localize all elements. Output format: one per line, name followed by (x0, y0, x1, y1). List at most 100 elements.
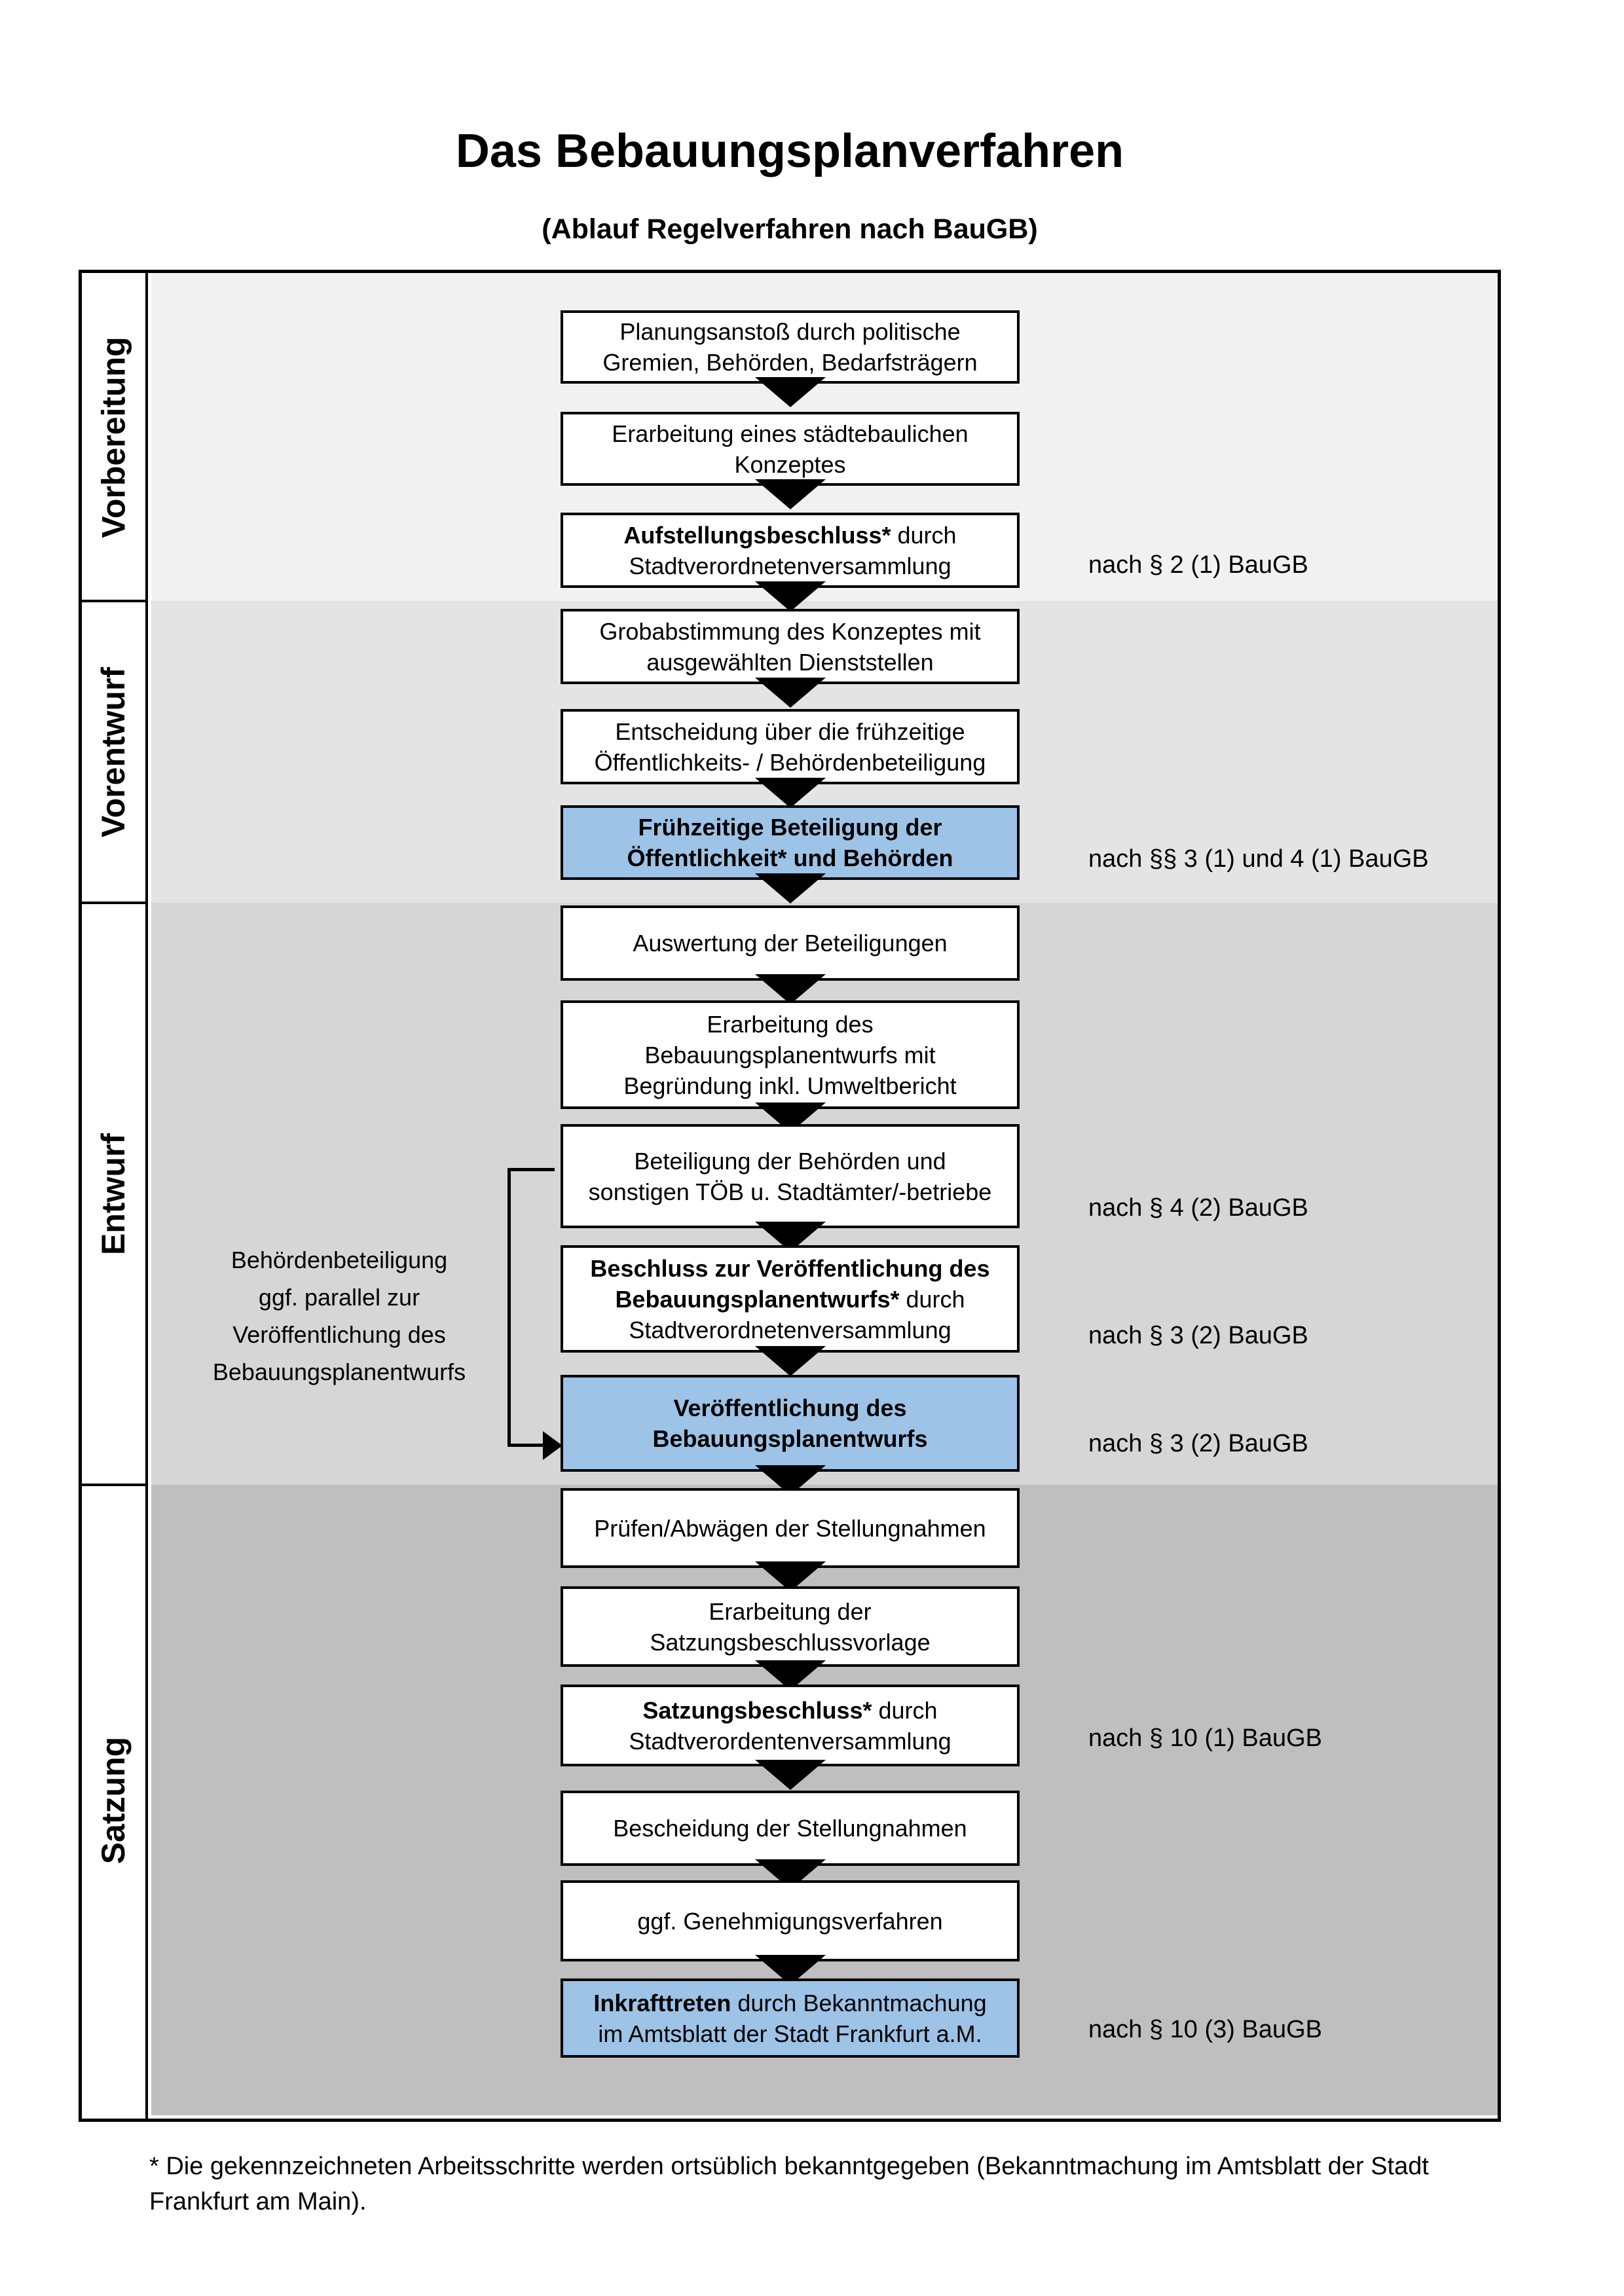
step-text-line: Bebauungsplanentwurfs mit (644, 1040, 935, 1070)
section-label-text: Vorbereitung (95, 336, 132, 538)
step-text-line: Konzeptes (734, 449, 845, 480)
step-text-line: Grobabstimmung des Konzeptes mit (599, 616, 980, 647)
down-arrow-icon (754, 678, 826, 708)
section-label-text: Satzung (95, 1736, 132, 1864)
page-subtitle: (Ablauf Regelverfahren nach BauGB) (542, 213, 1038, 245)
step-text-line: Aufstellungsbeschluss* durch (623, 520, 956, 551)
step-text: Gremien, Behörden, Bedarfsträgern (602, 349, 978, 376)
step-text-line: Bescheidung der Stellungnahmen (613, 1813, 967, 1844)
step-text-line: Satzungsbeschlussvorlage (650, 1627, 930, 1658)
side-note: Behördenbeteiligung ggf. parallel zur Ve… (189, 1241, 490, 1391)
footnote-line: Frankfurt am Main). (149, 2188, 367, 2215)
down-arrow-icon (754, 581, 826, 611)
step-text: Begründung inkl. Umweltbericht (623, 1072, 957, 1099)
paragraph-annotation: nach § 10 (3) BauGB (1088, 2016, 1322, 2043)
step-text: Bescheidung der Stellungnahmen (613, 1815, 967, 1842)
step-text-bold: Bebauungsplanentwurfs (652, 1425, 928, 1452)
flow-step-box-7: Auswertung der Beteiligungen (561, 905, 1020, 981)
footnote-line: * Die gekennzeichneten Arbeitsschritte w… (149, 2153, 1429, 2180)
step-text-bold: Aufstellungsbeschluss* (623, 521, 891, 549)
step-text-line: sonstigen TÖB u. Stadtämter/-betriebe (589, 1176, 992, 1207)
step-text-bold: Inkrafttreten (593, 1989, 731, 2016)
flow-step-box-12: Prüfen/Abwägen der Stellungnahmen (561, 1488, 1020, 1568)
step-text: ggf. Genehmigungsverfahren (637, 1907, 943, 1935)
down-arrow-icon (754, 1346, 826, 1376)
flow-step-box-15: Bescheidung der Stellungnahmen (561, 1791, 1020, 1866)
step-text: Öffentlichkeits- / Behördenbeteiligung (594, 748, 986, 776)
paragraph-annotation: nach § 2 (1) BauGB (1088, 551, 1308, 579)
step-text-line: Stadtverordnetenversammlung (629, 1315, 951, 1345)
step-text-line: Auswertung der Beteiligungen (633, 928, 947, 958)
step-text-line: Stadtverordentenversammlung (629, 1726, 951, 1757)
section-label-vorbereitung: Vorbereitung (82, 273, 145, 601)
step-text-line: Begründung inkl. Umweltbericht (623, 1070, 956, 1101)
step-text: ausgewählten Dienststellen (646, 648, 934, 676)
side-note-line: Behördenbeteiligung (231, 1247, 448, 1273)
step-text-line: Planungsanstoß durch politische (619, 316, 960, 347)
step-text-line: Bebauungsplanentwurfs* durch (615, 1284, 965, 1315)
step-text: Stadtverordentenversammlung (629, 1727, 951, 1755)
step-text-line: Bebauungsplanentwurfs (652, 1423, 927, 1454)
step-text-line: Beschluss zur Veröffentlichung des (590, 1253, 989, 1284)
section-label-vorentwurf: Vorentwurf (82, 601, 145, 903)
step-text: Stadtverordnetenversammlung (629, 552, 951, 579)
paragraph-annotation: nach § 3 (2) BauGB (1088, 1322, 1308, 1349)
step-text: Erarbeitung des (707, 1010, 874, 1038)
section-divider-line (82, 902, 145, 904)
step-text: Grobabstimmung des Konzeptes mit (599, 617, 981, 645)
flow-step-box-4: Grobabstimmung des Konzeptes mit ausgewäh… (561, 609, 1020, 684)
step-text-line: ggf. Genehmigungsverfahren (637, 1906, 942, 1937)
step-text-line: Stadtverordnetenversammlung (629, 551, 951, 581)
side-note-line: Bebauungsplanentwurfs (212, 1358, 466, 1385)
step-text: Auswertung der Beteiligungen (633, 930, 948, 957)
side-note-line: ggf. parallel zur (258, 1284, 420, 1311)
step-text: Erarbeitung eines städtebaulichen (612, 420, 969, 447)
paragraph-annotation: nach § 3 (2) BauGB (1088, 1430, 1308, 1457)
paragraph-annotation: nach § 10 (1) BauGB (1088, 1724, 1322, 1752)
step-text: Bebauungsplanentwurfs mit (644, 1041, 936, 1068)
down-arrow-icon (754, 1760, 826, 1790)
step-text-line: Prüfen/Abwägen der Stellungnahmen (594, 1513, 986, 1544)
step-text: durch (899, 1285, 965, 1313)
step-text: Konzeptes (734, 450, 846, 478)
page-title: Das Bebauungsplanverfahren (455, 125, 1124, 177)
section-label-entwurf: Entwurf (82, 903, 145, 1485)
step-text-line: Beteiligung der Behörden und (634, 1146, 946, 1176)
down-arrow-icon (754, 873, 826, 903)
flow-step-box-16: ggf. Genehmigungsverfahren (561, 1880, 1020, 1961)
bracket-bottom-segment (507, 1444, 545, 1447)
step-text: sonstigen TÖB u. Stadtämter/-betriebe (588, 1178, 992, 1205)
step-text-bold: Veröffentlichung des (673, 1394, 907, 1421)
step-text-bold: Beschluss zur Veröffentlichung des (590, 1254, 990, 1282)
side-note-line: Veröffentlichung des (232, 1321, 446, 1348)
step-text-bold: Satzungsbeschluss* (642, 1696, 872, 1724)
step-text-line: Öffentlichkeits- / Behördenbeteiligung (595, 747, 986, 778)
section-label-satzung: Satzung (82, 1485, 145, 2115)
bracket-vertical-segment (507, 1168, 511, 1447)
section-divider-line (82, 1484, 145, 1486)
step-text: Entscheidung über die frühzeitige (615, 718, 965, 745)
paragraph-annotation: nach §§ 3 (1) und 4 (1) BauGB (1088, 845, 1429, 873)
step-text-bold: Frühzeitige Beteiligung der (638, 814, 942, 841)
step-text: Stadtverordnetenversammlung (629, 1316, 951, 1343)
step-text-line: ausgewählten Dienststellen (646, 647, 933, 678)
section-divider-line (82, 600, 145, 602)
step-text: Prüfen/Abwägen der Stellungnahmen (594, 1514, 986, 1542)
step-text-line: im Amtsblatt der Stadt Frankfurt a.M. (598, 2018, 982, 2049)
step-text: Satzungsbeschlussvorlage (650, 1628, 931, 1656)
step-text-line: Erarbeitung der (709, 1596, 871, 1627)
step-text-line: Erarbeitung des (707, 1009, 873, 1040)
section-label-text: Vorentwurf (95, 666, 132, 837)
bracket-arrowhead-icon (543, 1431, 563, 1460)
section-label-text: Entwurf (95, 1133, 132, 1255)
